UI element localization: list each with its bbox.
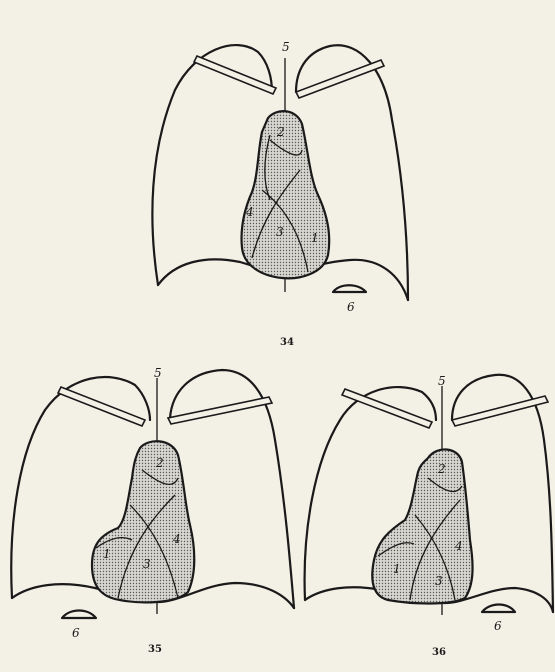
fig36-label-1: 1: [393, 562, 401, 576]
fig36-heart-shadow: [372, 449, 472, 603]
fig36-number: 36: [432, 647, 446, 658]
fig34-label-3: 3: [276, 225, 284, 239]
fig35-left-clavicle: [58, 387, 145, 426]
fig34-left-clavicle: [194, 56, 276, 94]
fig35-gastric-bubble: [62, 611, 96, 619]
figure-34-thorax: 5 2 3 4 1 6 34: [152, 40, 408, 348]
fig36-gastric-bubble: [482, 605, 515, 613]
fig35-right-clavicle: [168, 397, 272, 424]
fig35-label-2: 2: [155, 456, 164, 470]
fig35-label-1: 1: [103, 547, 111, 561]
fig36-label-6: 6: [494, 619, 502, 633]
fig34-label-1: 1: [311, 231, 319, 245]
fig34-heart-shadow: [241, 111, 329, 278]
fig34-label-6: 6: [347, 300, 355, 314]
fig36-label-5: 5: [438, 374, 446, 388]
fig35-heart-shadow: [92, 441, 194, 602]
fig34-label-4: 4: [245, 205, 254, 219]
fig34-label-2: 2: [276, 125, 285, 139]
figure-35-thorax: 5 2 3 4 1 6 35: [11, 366, 294, 655]
fig34-gastric-bubble: [333, 285, 366, 292]
figure-36-thorax: 5 2 3 4 1 6 36: [305, 374, 553, 658]
fig34-number: 34: [280, 337, 294, 348]
fig36-label-3: 3: [435, 574, 443, 588]
fig35-number: 35: [148, 644, 162, 655]
fig34-label-5: 5: [282, 40, 290, 54]
fig36-left-clavicle: [342, 389, 432, 428]
fig35-label-5: 5: [154, 366, 162, 380]
fig36-right-clavicle: [452, 396, 548, 426]
fig35-label-6: 6: [72, 626, 80, 640]
fig35-label-4: 4: [172, 532, 181, 546]
fig36-label-2: 2: [437, 462, 446, 476]
fig36-label-4: 4: [454, 539, 463, 553]
fig35-label-3: 3: [143, 557, 151, 571]
fig34-right-clavicle: [296, 60, 384, 98]
